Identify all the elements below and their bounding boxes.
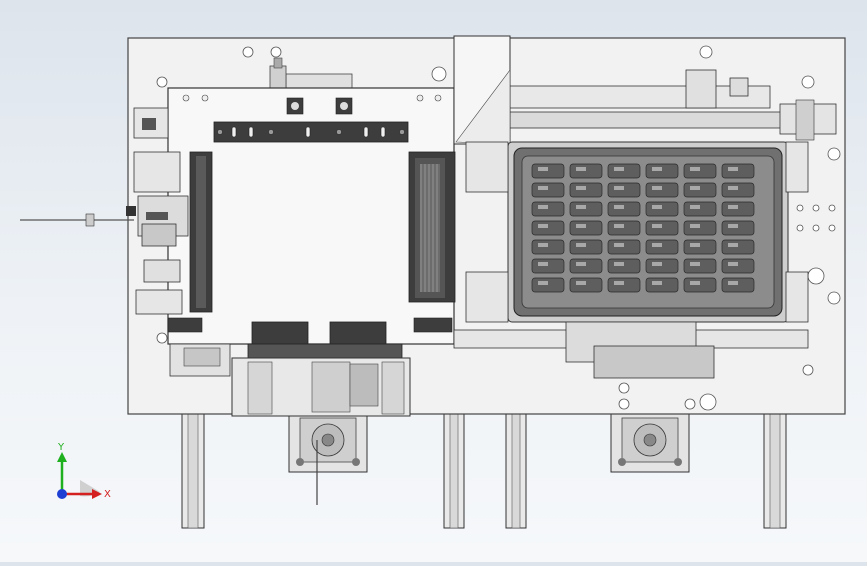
tray-pocket-tab bbox=[576, 224, 586, 228]
tray-side-brackets bbox=[465, 141, 809, 323]
center-lift-assembly bbox=[169, 321, 411, 417]
tray-pocket-tab bbox=[652, 186, 662, 190]
tray-pocket-tab bbox=[576, 205, 586, 209]
tray-pocket-tab bbox=[538, 186, 548, 190]
tray-pocket-tab bbox=[576, 243, 586, 247]
frame-screws bbox=[182, 94, 442, 102]
frame-blocks bbox=[286, 97, 353, 115]
tray-pocket-tab bbox=[690, 262, 700, 266]
tray-pocket-tab bbox=[728, 167, 738, 171]
tray-pocket-tab bbox=[614, 205, 624, 209]
tray-pocket-tab bbox=[690, 224, 700, 228]
tray-pocket-tab bbox=[728, 186, 738, 190]
left-actuator-stack bbox=[126, 107, 189, 315]
tray-pocket-tab bbox=[576, 262, 586, 266]
tray-pocket-tab bbox=[690, 281, 700, 285]
clamp-bar-slots bbox=[231, 126, 386, 138]
axis-triad-icon: Y X bbox=[57, 442, 111, 500]
tray-pocket-tab bbox=[652, 243, 662, 247]
support-legs bbox=[181, 413, 787, 529]
tray-pocket-tab bbox=[538, 224, 548, 228]
tray-pocket-tab bbox=[614, 186, 624, 190]
tray-pocket-tab bbox=[652, 167, 662, 171]
tray-pocket-tab bbox=[538, 243, 548, 247]
tray-pocket-tab bbox=[652, 262, 662, 266]
tray-pocket-tab bbox=[614, 262, 624, 266]
tray-pocket-tab bbox=[614, 167, 624, 171]
tray-pocket-tab bbox=[538, 205, 548, 209]
rod-clamp bbox=[85, 213, 95, 227]
tray-pocket-tab bbox=[728, 243, 738, 247]
tray-pocket-tab bbox=[652, 224, 662, 228]
tray-pocket-tab bbox=[728, 262, 738, 266]
tray-pocket-tab bbox=[690, 167, 700, 171]
tray-pocket-tab bbox=[576, 281, 586, 285]
tray-pocket-tab bbox=[538, 262, 548, 266]
tray-pocket-tab bbox=[690, 186, 700, 190]
tray-pocket-tab bbox=[728, 224, 738, 228]
tray-pocket-tab bbox=[652, 281, 662, 285]
tray-pocket-tab bbox=[690, 243, 700, 247]
lower-motor-left bbox=[288, 413, 368, 505]
tray-pocket-tab bbox=[690, 205, 700, 209]
tray-pocket-tab bbox=[614, 281, 624, 285]
tray-pocket-tab bbox=[728, 205, 738, 209]
z-axis-dot bbox=[57, 489, 67, 499]
clamp-bar bbox=[213, 121, 409, 143]
x-axis-label: X bbox=[104, 489, 111, 500]
clamp-bar-screws bbox=[217, 129, 405, 135]
y-axis-label: Y bbox=[57, 442, 65, 453]
tray-pocket-tab bbox=[538, 167, 548, 171]
tray-pocket-tab bbox=[576, 186, 586, 190]
tray-pocket-tab bbox=[614, 224, 624, 228]
tray-pocket-tab bbox=[614, 243, 624, 247]
tray-pocket-tab bbox=[652, 205, 662, 209]
tray-pocket-tab bbox=[728, 281, 738, 285]
lower-clamp-right bbox=[413, 317, 453, 333]
lower-motor-right bbox=[610, 413, 690, 473]
mounting-holes bbox=[156, 45, 841, 411]
tray-pocket-tab bbox=[576, 167, 586, 171]
top-right-linear-rail bbox=[453, 35, 837, 145]
tray-pocket-tab bbox=[538, 281, 548, 285]
lower-clamp-left bbox=[167, 317, 203, 333]
tray-pocket-grid bbox=[531, 163, 755, 293]
